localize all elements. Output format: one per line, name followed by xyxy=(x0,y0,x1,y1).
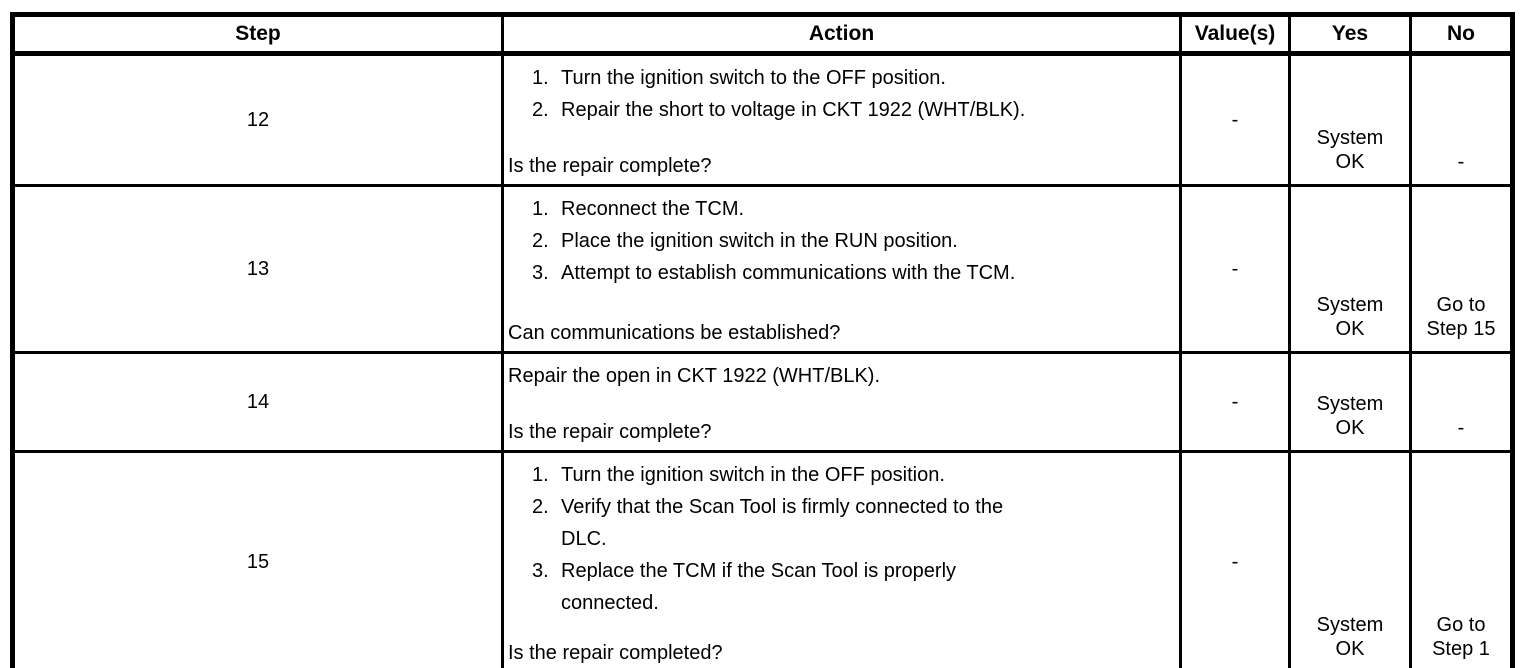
action-step: 1. Turn the ignition switch in the OFF po… xyxy=(508,459,1174,491)
action-content: 1. Reconnect the TCM. 2. Place the ignition… xyxy=(508,193,1174,345)
action-step-text: Turn the ignition switch in the OFF posi… xyxy=(561,464,945,486)
yes-cell: System OK xyxy=(1288,351,1412,453)
value-cell: - xyxy=(1179,184,1291,354)
header-row: Step Action Value(s) Yes No xyxy=(11,13,1514,56)
step-cell: 13 xyxy=(11,184,504,354)
step-number: 12 xyxy=(246,108,270,131)
no-cell: Go to Step 1 xyxy=(1409,450,1514,668)
action-question: Is the repair complete? xyxy=(508,421,712,443)
value-cell: - xyxy=(1179,52,1291,187)
value-text: - xyxy=(1231,257,1239,280)
action-question: Can communications be established? xyxy=(508,322,841,344)
action-step-text: Turn the ignition switch to the OFF posi… xyxy=(561,67,946,89)
column-header-values: Value(s) xyxy=(1179,13,1291,56)
column-header-yes: Yes xyxy=(1288,13,1412,56)
no-cell: - xyxy=(1409,52,1514,187)
action-step-text: Verify that the Scan Tool is firmly conn… xyxy=(561,496,1004,550)
action-step: 3. Replace the TCM if the Scan Tool is pr… xyxy=(508,555,1174,619)
action-step: 2. Verify that the Scan Tool is firmly co… xyxy=(508,491,1174,555)
action-cell: 1. Reconnect the TCM. 2. Place the ignition… xyxy=(501,184,1182,354)
step-number: 14 xyxy=(246,390,270,413)
action-list: Repair the open in CKT 1922 (WHT/BLK). xyxy=(508,360,1174,392)
table-row: 12 1. Turn the ignition switch to the OFF… xyxy=(11,52,1514,187)
diagnostic-table: Step Action Value(s) Yes No 12 1. Turn th… xyxy=(10,12,1515,668)
column-header-no: No xyxy=(1409,13,1514,56)
action-step: 1. Turn the ignition switch to the OFF po… xyxy=(508,62,1174,94)
action-step-number: 3. xyxy=(532,262,549,284)
action-question: Is the repair completed? xyxy=(508,642,723,664)
step-cell: 14 xyxy=(11,351,504,453)
step-cell: 12 xyxy=(11,52,504,187)
yes-text: System OK xyxy=(1316,614,1384,660)
step-cell: 15 xyxy=(11,450,504,668)
no-cell: - xyxy=(1409,351,1514,453)
action-step: 3. Attempt to establish communications wi… xyxy=(508,257,1174,289)
action-step: 2. Repair the short to voltage in CKT 192… xyxy=(508,94,1174,126)
action-step-number: 2. xyxy=(532,99,549,121)
no-text: Go to Step 15 xyxy=(1426,294,1496,340)
step-number: 13 xyxy=(246,257,270,280)
step-number: 15 xyxy=(246,550,270,573)
action-cell: Repair the open in CKT 1922 (WHT/BLK). I… xyxy=(501,351,1182,453)
action-step-text: Attempt to establish communications with… xyxy=(561,262,1016,284)
action-list: 1. Turn the ignition switch to the OFF po… xyxy=(508,62,1174,126)
no-cell: Go to Step 15 xyxy=(1409,184,1514,354)
value-cell: - xyxy=(1179,450,1291,668)
no-text: - xyxy=(1457,151,1465,173)
action-step-text: Place the ignition switch in the RUN pos… xyxy=(561,230,958,252)
value-text: - xyxy=(1231,108,1239,131)
yes-text: System OK xyxy=(1316,294,1384,340)
action-cell: 1. Turn the ignition switch in the OFF po… xyxy=(501,450,1182,668)
action-step-text: Reconnect the TCM. xyxy=(561,198,745,220)
action-cell: 1. Turn the ignition switch to the OFF po… xyxy=(501,52,1182,187)
yes-cell: System OK xyxy=(1288,52,1412,187)
table-header: Step Action Value(s) Yes No xyxy=(11,13,1514,56)
value-cell: - xyxy=(1179,351,1291,453)
action-content: 1. Turn the ignition switch in the OFF po… xyxy=(508,459,1174,665)
table-body: 12 1. Turn the ignition switch to the OFF… xyxy=(11,52,1514,668)
action-content: 1. Turn the ignition switch to the OFF po… xyxy=(508,62,1174,178)
yes-text: System OK xyxy=(1316,127,1384,173)
yes-cell: System OK xyxy=(1288,450,1412,668)
action-step-number: 1. xyxy=(532,464,549,486)
action-step-number: 2. xyxy=(532,496,549,518)
action-list: 1. Reconnect the TCM. 2. Place the ignition… xyxy=(508,193,1174,289)
action-step: Repair the open in CKT 1922 (WHT/BLK). xyxy=(508,360,1174,392)
action-step: 2. Place the ignition switch in the RUN p… xyxy=(508,225,1174,257)
action-step-text: Replace the TCM if the Scan Tool is prop… xyxy=(561,560,957,614)
yes-text: System OK xyxy=(1316,393,1384,439)
action-step-text: Repair the short to voltage in CKT 1922 … xyxy=(561,99,1026,121)
action-step-number: 3. xyxy=(532,560,549,582)
value-text: - xyxy=(1231,550,1239,573)
action-step: 1. Reconnect the TCM. xyxy=(508,193,1174,225)
yes-cell: System OK xyxy=(1288,184,1412,354)
column-header-action: Action xyxy=(501,13,1182,56)
action-step-number: 1. xyxy=(532,67,549,89)
action-question: Is the repair complete? xyxy=(508,155,712,177)
action-list: 1. Turn the ignition switch in the OFF po… xyxy=(508,459,1174,619)
table-row: 15 1. Turn the ignition switch in the OFF… xyxy=(11,450,1514,668)
value-text: - xyxy=(1231,390,1239,413)
table-row: 14 Repair the open in CKT 1922 (WHT/BLK)… xyxy=(11,351,1514,453)
action-step-number: 2. xyxy=(532,230,549,252)
action-step-text: Repair the open in CKT 1922 (WHT/BLK). xyxy=(508,365,881,387)
table-row: 13 1. Reconnect the TCM. 2. Place the ignit… xyxy=(11,184,1514,354)
column-header-step: Step xyxy=(11,13,504,56)
action-step-number: 1. xyxy=(532,198,549,220)
no-text: - xyxy=(1457,417,1465,439)
no-text: Go to Step 1 xyxy=(1432,614,1490,660)
action-content: Repair the open in CKT 1922 (WHT/BLK). I… xyxy=(508,360,1174,444)
